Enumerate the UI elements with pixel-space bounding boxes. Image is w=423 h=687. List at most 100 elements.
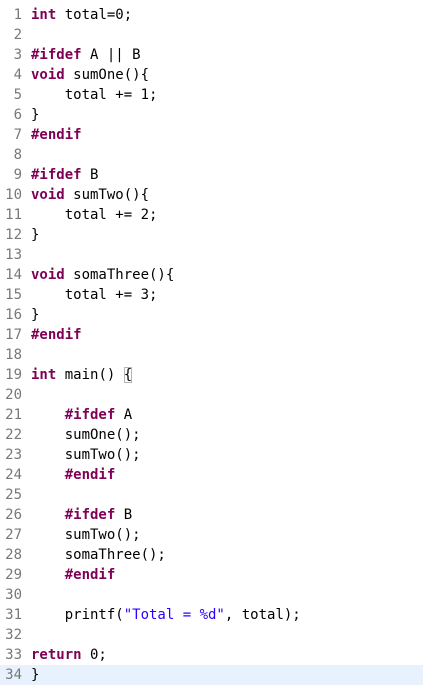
- code-text[interactable]: #ifdef A || B: [31, 45, 141, 65]
- code-line[interactable]: 21 #ifdef A: [0, 405, 423, 425]
- code-line[interactable]: 17#endif: [0, 325, 423, 345]
- code-line[interactable]: 26 #ifdef B: [0, 505, 423, 525]
- code-text[interactable]: sumTwo();: [31, 525, 141, 545]
- code-text[interactable]: #ifdef B: [31, 165, 98, 185]
- line-number: 32: [5, 627, 22, 643]
- line-number: 22: [5, 427, 22, 443]
- code-text[interactable]: #endif: [31, 565, 116, 585]
- line-number: 15: [5, 287, 22, 303]
- code-text[interactable]: total += 1;: [31, 85, 158, 105]
- code-token: sumTwo();: [31, 447, 141, 463]
- code-line[interactable]: 31 printf("Total = %d", total);: [0, 605, 423, 625]
- code-line[interactable]: 30: [0, 585, 423, 605]
- code-text[interactable]: sumTwo();: [31, 445, 141, 465]
- code-text[interactable]: #endif: [31, 125, 82, 145]
- code-text[interactable]: int total=0;: [31, 5, 132, 25]
- code-line[interactable]: 32: [0, 625, 423, 645]
- code-line[interactable]: 18: [0, 345, 423, 365]
- keyword-token: #endif: [64, 467, 116, 483]
- line-number: 5: [13, 87, 22, 103]
- line-number: 12: [5, 227, 22, 243]
- keyword-token: int: [31, 7, 57, 23]
- code-token: }: [31, 107, 40, 123]
- code-token: printf(: [31, 607, 124, 623]
- code-text[interactable]: sumOne();: [31, 425, 141, 445]
- code-line[interactable]: 9#ifdef B: [0, 165, 423, 185]
- keyword-token: #ifdef: [64, 407, 116, 423]
- code-line[interactable]: 6}: [0, 105, 423, 125]
- keyword-token: void: [31, 267, 65, 283]
- code-token: total=0;: [56, 7, 133, 23]
- code-line[interactable]: 24 #endif: [0, 465, 423, 485]
- code-token: sumTwo(){: [64, 187, 150, 203]
- code-line[interactable]: 20: [0, 385, 423, 405]
- code-text[interactable]: void sumTwo(){: [31, 185, 149, 205]
- code-text[interactable]: #ifdef B: [31, 505, 132, 525]
- line-number: 16: [5, 307, 22, 323]
- code-token: total += 3;: [31, 287, 158, 303]
- code-text[interactable]: return 0;: [31, 645, 107, 665]
- line-number: 29: [5, 567, 22, 583]
- code-text[interactable]: total += 2;: [31, 205, 158, 225]
- code-text[interactable]: #endif: [31, 325, 82, 345]
- line-number: 31: [5, 607, 22, 623]
- code-token: total += 1;: [31, 87, 158, 103]
- code-token: A || B: [81, 47, 141, 63]
- code-text[interactable]: somaThree();: [31, 545, 166, 565]
- code-text[interactable]: printf("Total = %d", total);: [31, 605, 301, 625]
- code-text[interactable]: #ifdef A: [31, 405, 132, 425]
- code-line[interactable]: 3#ifdef A || B: [0, 45, 423, 65]
- code-line[interactable]: 34}: [0, 665, 423, 685]
- code-text[interactable]: }: [31, 665, 39, 685]
- code-line[interactable]: 29 #endif: [0, 565, 423, 585]
- line-number: 28: [5, 547, 22, 563]
- code-token: B: [115, 507, 133, 523]
- code-text[interactable]: }: [31, 305, 39, 325]
- line-number: 23: [5, 447, 22, 463]
- code-text[interactable]: }: [31, 105, 39, 125]
- code-text[interactable]: void somaThree(){: [31, 265, 174, 285]
- code-line[interactable]: 16}: [0, 305, 423, 325]
- keyword-token: #ifdef: [31, 167, 82, 183]
- code-line[interactable]: 25: [0, 485, 423, 505]
- code-token: somaThree(){: [64, 267, 175, 283]
- line-number: 1: [13, 7, 22, 23]
- code-line[interactable]: 23 sumTwo();: [0, 445, 423, 465]
- code-line[interactable]: 13: [0, 245, 423, 265]
- code-line[interactable]: 15 total += 3;: [0, 285, 423, 305]
- line-number: 13: [5, 247, 22, 263]
- code-text[interactable]: int main() {: [31, 365, 133, 385]
- code-text[interactable]: #endif: [31, 465, 116, 485]
- code-token: sumOne();: [31, 427, 141, 443]
- code-line[interactable]: 1 int total=0;: [0, 5, 423, 25]
- code-line[interactable]: 27 sumTwo();: [0, 525, 423, 545]
- line-number: 30: [5, 587, 22, 603]
- line-number: 20: [5, 387, 22, 403]
- code-line[interactable]: 28 somaThree();: [0, 545, 423, 565]
- code-token: sumTwo();: [31, 527, 141, 543]
- code-line[interactable]: 7#endif: [0, 125, 423, 145]
- code-line[interactable]: 8: [0, 145, 423, 165]
- code-line[interactable]: 2: [0, 25, 423, 45]
- line-number: 34: [5, 667, 22, 683]
- code-token: , total);: [224, 607, 301, 623]
- code-text[interactable]: total += 3;: [31, 285, 158, 305]
- line-number: 27: [5, 527, 22, 543]
- line-number: 21: [5, 407, 22, 423]
- keyword-token: void: [31, 67, 65, 83]
- code-line[interactable]: 5 total += 1;: [0, 85, 423, 105]
- code-text[interactable]: void sumOne(){: [31, 65, 149, 85]
- code-line[interactable]: 12}: [0, 225, 423, 245]
- code-text[interactable]: }: [31, 225, 39, 245]
- code-line[interactable]: 22 sumOne();: [0, 425, 423, 445]
- keyword-token: return: [31, 647, 82, 663]
- line-number: 8: [13, 147, 22, 163]
- code-line[interactable]: 11 total += 2;: [0, 205, 423, 225]
- keyword-token: #endif: [64, 567, 116, 583]
